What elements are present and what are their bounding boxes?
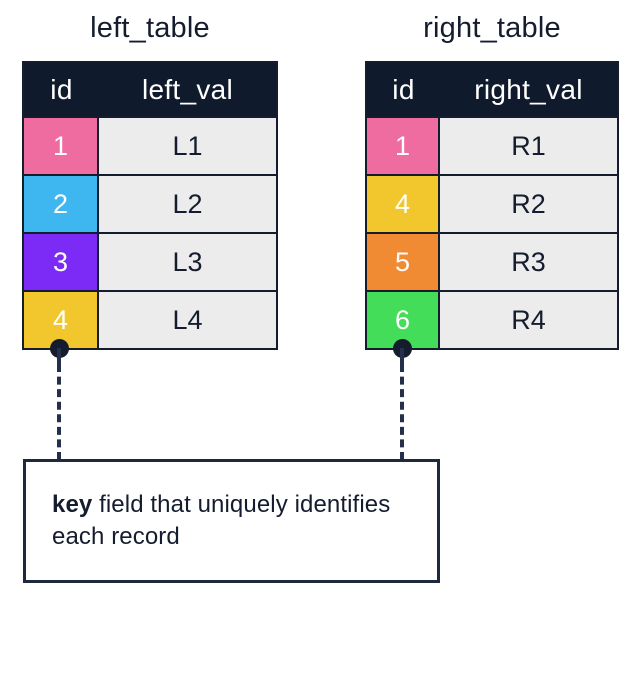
right-row-2-value: R2 <box>440 176 617 232</box>
left-row-1-id: 1 <box>24 118 99 174</box>
key-callout-bold: key <box>52 490 93 518</box>
left-row-1-value: L1 <box>99 118 276 174</box>
table-row: 4 L4 <box>24 290 276 348</box>
right-row-4-id: 6 <box>367 292 440 348</box>
right-row-2-id: 4 <box>367 176 440 232</box>
left-table-header-id: id <box>50 73 73 105</box>
right-connector-stub-top <box>400 348 404 366</box>
left-row-3-id: 3 <box>24 234 99 290</box>
right-row-4-value: R4 <box>440 292 617 348</box>
right-connector-dashed-line <box>400 364 404 460</box>
left-table-header-left-val: left_val <box>141 73 234 105</box>
table-row: 1 R1 <box>367 116 617 174</box>
key-callout-rest: field that uniquely identifies each reco… <box>52 490 391 550</box>
left-table-block: left_table id left_val 1 L1 2 L2 3 L3 4 … <box>22 12 278 352</box>
left-row-2-id: 2 <box>24 176 99 232</box>
table-row: 3 L3 <box>24 232 276 290</box>
key-callout-box: key field that uniquely identifies each … <box>23 459 440 583</box>
left-row-3-value: L3 <box>99 234 276 290</box>
left-connector-dashed-line <box>57 364 61 460</box>
left-table-header-row: id left_val <box>24 63 276 116</box>
left-table-grid: id left_val 1 L1 2 L2 3 L3 4 L4 <box>22 61 278 350</box>
key-callout-text: key field that uniquely identifies each … <box>26 489 437 553</box>
left-connector-stub-top <box>57 348 61 366</box>
right-row-1-id: 1 <box>367 118 440 174</box>
left-row-4-id: 4 <box>24 292 99 348</box>
right-table-header-id: id <box>392 73 415 105</box>
left-row-2-value: L2 <box>99 176 276 232</box>
right-table-header-right-val: right_val <box>474 73 583 105</box>
left-row-4-value: L4 <box>99 292 276 348</box>
table-row: 1 L1 <box>24 116 276 174</box>
right-table-block: right_table id right_val 1 R1 4 R2 5 R3 … <box>365 12 619 352</box>
table-row: 2 L2 <box>24 174 276 232</box>
left-table-title: left_table <box>90 12 210 44</box>
right-row-1-value: R1 <box>440 118 617 174</box>
right-row-3-value: R3 <box>440 234 617 290</box>
right-table-title: right_table <box>423 12 561 44</box>
table-row: 6 R4 <box>367 290 617 348</box>
right-row-3-id: 5 <box>367 234 440 290</box>
right-table-grid: id right_val 1 R1 4 R2 5 R3 6 R4 <box>365 61 619 350</box>
table-row: 4 R2 <box>367 174 617 232</box>
right-table-header-row: id right_val <box>367 63 617 116</box>
table-row: 5 R3 <box>367 232 617 290</box>
